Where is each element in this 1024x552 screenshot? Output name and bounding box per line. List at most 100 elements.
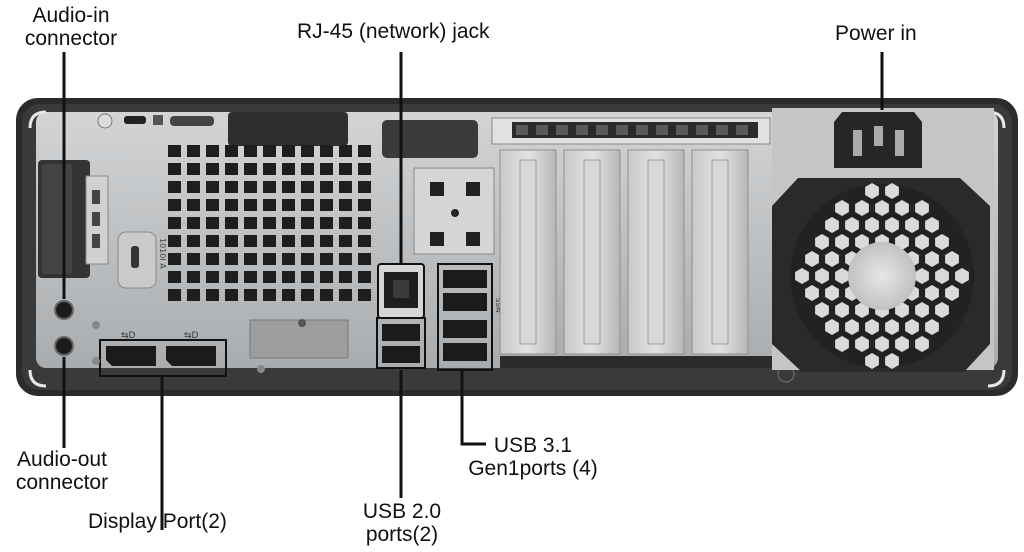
vent-hole: [301, 199, 314, 211]
bracket-ridge: [696, 125, 708, 135]
fan-hex-hole: [935, 234, 949, 250]
fan-hex-hole: [915, 200, 929, 216]
fan-hex-hole: [835, 336, 849, 352]
vent-hole: [263, 217, 276, 229]
vent-hole: [225, 253, 238, 265]
fan-hex-hole: [865, 217, 879, 233]
vent-hole: [244, 217, 257, 229]
vent-hole: [301, 253, 314, 265]
usb31-leader: [460, 370, 486, 446]
vent-hole: [187, 271, 200, 283]
usb20-port-2: [382, 346, 420, 363]
vent-hole: [225, 181, 238, 193]
vent-hole: [358, 253, 371, 265]
usb31-port-4: [443, 343, 487, 361]
vent-hole: [244, 145, 257, 157]
vent-hole: [206, 163, 219, 175]
audio-in-label-line2: connector: [24, 27, 118, 50]
fan-hex-hole: [885, 319, 899, 335]
audio-out-label: Audio-out connector: [2, 448, 122, 494]
bracket-ridge: [536, 125, 548, 135]
vent-hole: [301, 217, 314, 229]
fan-grille: [772, 178, 990, 372]
vent-hole: [244, 289, 257, 301]
lock-slot-mark: 1010I A: [158, 238, 167, 269]
vent-hole: [339, 289, 352, 301]
display-port-label: Display Port(2): [88, 510, 227, 533]
bracket-ridge: [576, 125, 588, 135]
vent-hole: [225, 235, 238, 247]
vent-hole: [168, 271, 181, 283]
vent-grid: [168, 145, 371, 301]
rj45-label: RJ-45 (network) jack: [297, 20, 490, 43]
usb20-label: USB 2.0 ports(2): [342, 500, 462, 546]
vent-hole: [339, 271, 352, 283]
vent-hole: [187, 217, 200, 229]
kensington-slot: [124, 116, 146, 124]
usb31-port-3: [443, 320, 487, 338]
vent-hole: [187, 163, 200, 175]
dp-mark-1: ⇆D: [121, 331, 136, 341]
vent-hole: [206, 253, 219, 265]
fan-hex-hole: [855, 200, 869, 216]
vent-hole: [187, 145, 200, 157]
vent-hole: [206, 235, 219, 247]
fan-hex-hole: [845, 217, 859, 233]
fan-hex-hole: [855, 234, 869, 250]
fan-hex-hole: [855, 302, 869, 318]
vent-hole: [282, 235, 295, 247]
vent-hole: [225, 163, 238, 175]
usb20-label-line1: USB 2.0: [362, 500, 442, 523]
vent-hole: [168, 289, 181, 301]
fan-hex-hole: [935, 268, 949, 284]
fan-hex-hole: [925, 285, 939, 301]
fan-hex-hole: [885, 353, 899, 369]
slot-ridge: [519, 159, 537, 345]
vent-hole: [187, 199, 200, 211]
bracket-ridge: [516, 125, 528, 135]
usb20-housing: [376, 317, 426, 369]
top-handle: [228, 112, 348, 146]
fan-hex-hole: [815, 302, 829, 318]
vent-hole: [320, 271, 333, 283]
slot-bottom-rail: [500, 356, 772, 368]
security-lock-slot: 1010I A: [117, 231, 167, 289]
usb-ss-mark: SS⇆: [494, 298, 502, 313]
fan-hex-hole: [855, 336, 869, 352]
audio-out-jack: [54, 336, 74, 356]
fan-hex-hole: [835, 268, 849, 284]
power-socket: [834, 112, 922, 168]
vent-hole: [263, 163, 276, 175]
vent-hole: [339, 235, 352, 247]
top-screw: [97, 113, 113, 129]
padlock-loop: [153, 115, 163, 125]
vent-hole: [320, 163, 333, 175]
fan-hex-hole: [885, 217, 899, 233]
fan-hex-hole: [825, 285, 839, 301]
usb31-port-1: [443, 270, 487, 288]
label-plate: [249, 319, 349, 359]
vent-hole: [244, 163, 257, 175]
vent-hole: [320, 217, 333, 229]
bracket-ridge: [616, 125, 628, 135]
displayport-2: [166, 346, 216, 366]
fan-hex-hole: [815, 234, 829, 250]
vent-hole: [320, 235, 333, 247]
audio-out-label-line1: Audio-out: [17, 448, 107, 471]
fan-hex-hole: [925, 319, 939, 335]
top-vent-slot: [170, 116, 214, 126]
usb31-label-line2: Gen1ports (4): [468, 457, 598, 480]
vent-hole: [263, 145, 276, 157]
fan-hex-hole: [805, 251, 819, 267]
vent-hole: [282, 253, 295, 265]
vent-hole: [244, 253, 257, 265]
fan-hex-hole: [945, 285, 959, 301]
fan-hex-hole: [835, 234, 849, 250]
vent-hole: [301, 271, 314, 283]
slot-ridge: [647, 159, 665, 345]
fan-hex-hole: [845, 319, 859, 335]
fan-hex-hole: [925, 217, 939, 233]
vent-hole: [168, 181, 181, 193]
top-cover-tab: [382, 120, 478, 158]
vent-hole: [168, 199, 181, 211]
